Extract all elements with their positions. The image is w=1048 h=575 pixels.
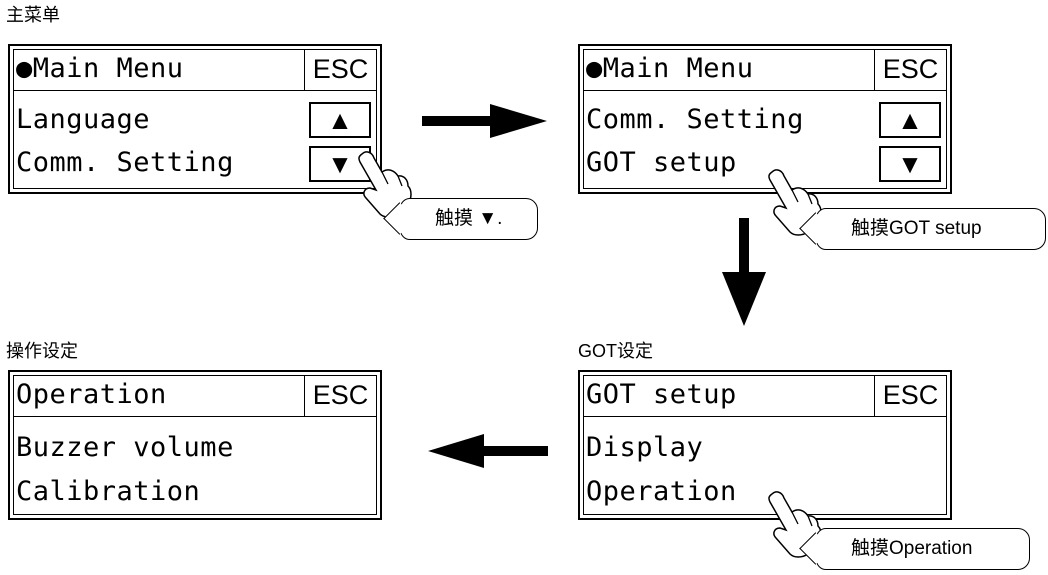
screen-frame: GOT setup ESC Display Operation [583, 375, 947, 515]
operation-caption: 操作设定 [6, 341, 78, 361]
menu-item-comm-setting[interactable]: Comm. Setting [586, 104, 804, 135]
menu-item-got-setup[interactable]: GOT setup [586, 147, 737, 178]
screen-title: Operation [16, 379, 167, 410]
tap-operation-callout: 触摸Operation [816, 528, 1030, 570]
tap-down-callout: 触摸 ▼. [400, 198, 538, 240]
esc-button[interactable]: ESC [304, 50, 376, 90]
screen-frame: ●Main Menu ESC Comm. Setting GOT setup ▲… [583, 49, 947, 189]
tap-got-setup-callout: 触摸GOT setup [816, 208, 1046, 250]
menu-item-display[interactable]: Display [586, 432, 704, 463]
arrow-left-icon [428, 434, 548, 468]
scroll-down-button[interactable]: ▼ [879, 146, 941, 182]
screen-frame: ●Main Menu ESC Language Comm. Setting ▲ … [13, 49, 377, 189]
title-bar: GOT setup ESC [584, 376, 946, 417]
esc-button[interactable]: ESC [874, 50, 946, 90]
menu-item-comm-setting[interactable]: Comm. Setting [16, 147, 234, 178]
operation-screen: Operation ESC Buzzer volume Calibration [8, 370, 382, 520]
title-bar: ●Main Menu ESC [584, 50, 946, 91]
arrow-right-icon [422, 104, 547, 138]
menu-item-calibration[interactable]: Calibration [16, 476, 201, 507]
esc-button[interactable]: ESC [874, 376, 946, 416]
scroll-up-button[interactable]: ▲ [879, 102, 941, 138]
screen-frame: Operation ESC Buzzer volume Calibration [13, 375, 377, 515]
menu-item-operation[interactable]: Operation [586, 476, 737, 507]
screen-title: GOT setup [586, 379, 737, 410]
main-menu-caption: 主菜单 [6, 5, 60, 25]
menu-item-buzzer-volume[interactable]: Buzzer volume [16, 432, 234, 463]
menu-item-language[interactable]: Language [16, 104, 151, 135]
screen-title: ●Main Menu [16, 53, 184, 84]
main-menu-screen-1: ●Main Menu ESC Language Comm. Setting ▲ … [8, 44, 382, 194]
main-menu-screen-2: ●Main Menu ESC Comm. Setting GOT setup ▲… [578, 44, 952, 194]
screen-title: ●Main Menu [586, 53, 754, 84]
scroll-up-button[interactable]: ▲ [309, 102, 371, 138]
got-setup-screen: GOT setup ESC Display Operation [578, 370, 952, 520]
title-bar: Operation ESC [14, 376, 376, 417]
arrow-down-icon [722, 218, 766, 326]
title-bar: ●Main Menu ESC [14, 50, 376, 91]
esc-button[interactable]: ESC [304, 376, 376, 416]
got-setup-caption: GOT设定 [578, 341, 653, 361]
